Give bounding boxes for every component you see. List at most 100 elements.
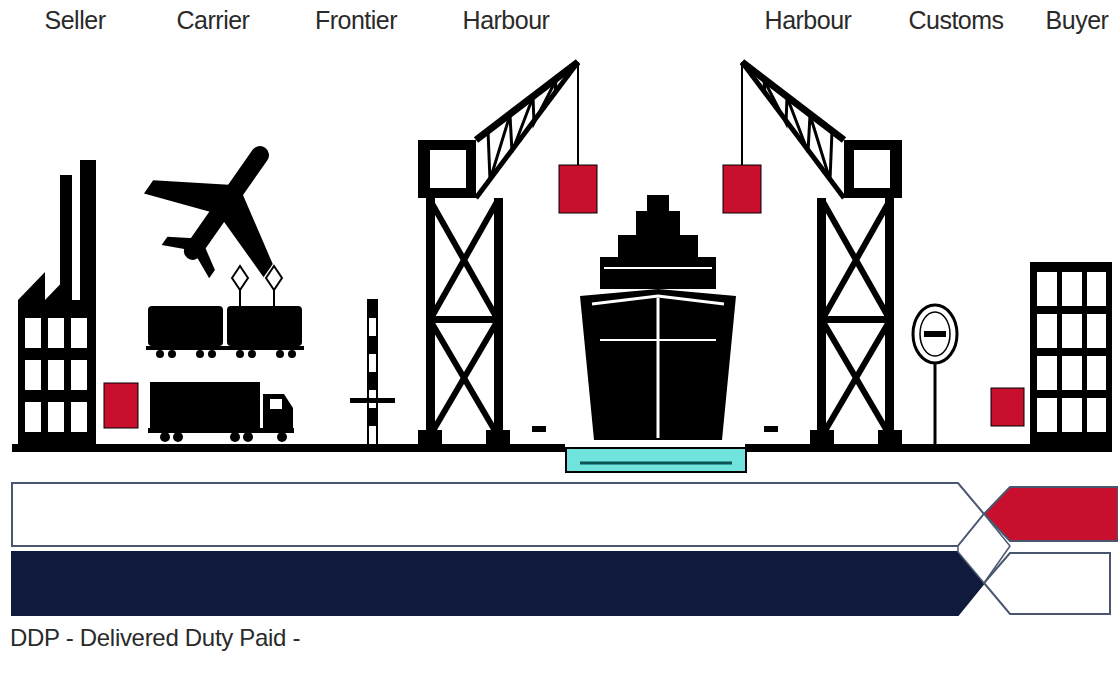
barrier-post	[368, 300, 377, 445]
boom-lattice	[764, 80, 832, 180]
stage-label: Customs	[908, 6, 1003, 35]
window	[25, 318, 41, 348]
barrier-stripe	[368, 300, 377, 318]
ship-mast	[647, 195, 669, 211]
water-line	[580, 462, 732, 465]
window	[1062, 356, 1082, 390]
window	[1087, 314, 1106, 348]
building-body	[1030, 262, 1112, 450]
wheel	[248, 350, 256, 358]
window	[71, 402, 87, 432]
cargo-box	[991, 388, 1024, 426]
crane-cabin	[418, 140, 476, 198]
cargo-box	[723, 165, 761, 213]
window	[48, 318, 64, 348]
ship-deckhouse	[618, 235, 698, 257]
crane-foot	[486, 430, 510, 446]
sign-pole	[934, 362, 937, 446]
crane-brace	[430, 200, 498, 320]
window	[1087, 398, 1106, 432]
tail-fin	[162, 224, 198, 260]
crane-brace	[822, 200, 890, 320]
trailer	[150, 382, 260, 428]
window	[1037, 398, 1057, 432]
crane-brace	[822, 200, 890, 320]
window	[25, 402, 41, 432]
wheel	[160, 432, 170, 442]
stage-label: Frontier	[315, 6, 397, 35]
wheel	[196, 350, 204, 358]
rail-frame	[146, 346, 304, 350]
truck-icon	[148, 382, 294, 442]
buyer-building	[1030, 262, 1112, 450]
pantograph	[232, 266, 248, 290]
bollard	[532, 426, 546, 432]
rail-car	[227, 306, 302, 346]
window	[25, 360, 41, 390]
ship-superstructure	[600, 257, 716, 289]
crane-cable	[577, 62, 579, 165]
stage-label: Seller	[45, 6, 106, 35]
window	[71, 360, 87, 390]
truck-chassis	[148, 428, 294, 433]
ship-bridge	[636, 211, 680, 235]
factory-icon	[18, 160, 96, 450]
harbour-crane	[723, 62, 902, 446]
ship-hull	[580, 289, 736, 440]
wing	[208, 191, 297, 278]
truck-cab	[263, 394, 293, 428]
wheel	[277, 432, 287, 442]
harbour-crane	[418, 62, 597, 446]
risk-bar-seller	[12, 483, 984, 546]
wheel	[173, 432, 183, 442]
wheel	[168, 350, 176, 358]
crane-brace	[430, 320, 498, 436]
customs-sign	[913, 305, 957, 446]
diagram-caption: DDP - Delivered Duty Paid -	[10, 624, 300, 652]
bar-junction	[958, 514, 1010, 583]
border-barrier	[350, 300, 395, 445]
barrier-stripe	[368, 372, 377, 390]
boom-lattice	[488, 80, 556, 180]
crane-beam	[817, 316, 894, 323]
window	[1037, 356, 1057, 390]
barrier-arm	[350, 398, 395, 403]
cab-window	[270, 399, 282, 409]
window	[71, 318, 87, 348]
risk-bar-buyer	[984, 487, 1118, 541]
ship-icon	[532, 195, 778, 440]
train-icon	[146, 266, 304, 358]
cargo-box	[104, 383, 138, 428]
hull-line	[600, 339, 716, 341]
wheel	[236, 350, 244, 358]
window	[1037, 314, 1057, 348]
deck-line	[604, 267, 712, 269]
window	[48, 360, 64, 390]
crane-brace	[430, 200, 498, 320]
sign-plate	[913, 305, 957, 363]
stage-label: Carrier	[177, 6, 250, 35]
crane-cabin	[844, 140, 902, 198]
window	[1087, 272, 1106, 306]
cargo-box	[559, 165, 597, 213]
pantograph-pole	[273, 290, 275, 306]
crane-foot	[810, 430, 834, 446]
factory-shape	[18, 160, 96, 450]
wheel	[156, 350, 164, 358]
bollard	[764, 426, 778, 432]
plane-icon	[126, 106, 325, 304]
wheel	[230, 432, 240, 442]
tail-fin	[188, 242, 224, 278]
rail-car	[148, 306, 223, 346]
pantograph-pole	[239, 290, 241, 306]
crane-foot	[418, 430, 442, 446]
crane-foot	[878, 430, 902, 446]
wheel	[208, 350, 216, 358]
window	[1037, 272, 1057, 306]
window	[1062, 314, 1082, 348]
wheel	[243, 432, 253, 442]
wheel	[288, 350, 296, 358]
pantograph	[266, 266, 282, 290]
